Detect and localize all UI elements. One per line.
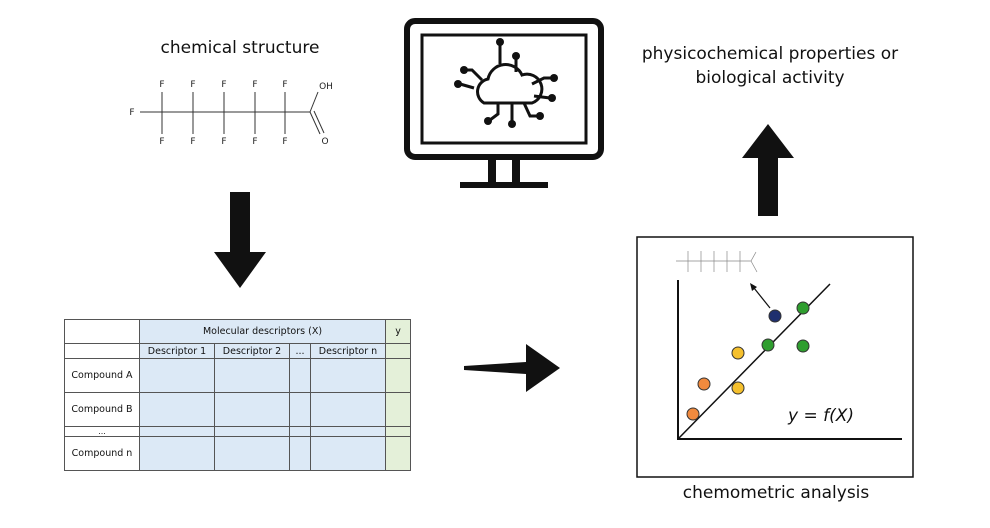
- data-point: [761, 338, 775, 352]
- descriptor-header: Descriptor n: [310, 343, 386, 359]
- atom-o: O: [321, 137, 328, 147]
- compound-label: Compound A: [64, 358, 140, 393]
- chemometric-analysis-label: chemometric analysis: [682, 483, 870, 503]
- arrow-up-icon: [742, 124, 794, 216]
- atom-f-terminal: F: [129, 108, 134, 118]
- arrow-down-icon: [214, 192, 266, 288]
- chemical-structure-label: chemical structure: [160, 38, 320, 58]
- monitor-icon: [404, 18, 604, 188]
- compound-label: Compound B: [64, 392, 140, 427]
- pointer-arrowhead: [750, 283, 757, 291]
- atom-f: F: [221, 80, 226, 90]
- table-corner-cell: [64, 319, 140, 344]
- atom-f: F: [252, 137, 257, 147]
- table-empty-cell: [64, 343, 140, 359]
- data-point: [697, 377, 711, 391]
- cloud-network-icon: [459, 44, 552, 122]
- molecular-descriptors-header: Molecular descriptors (X): [139, 319, 386, 344]
- descriptor-header: ...: [289, 343, 311, 359]
- descriptor-table: Molecular descriptors (X) y Descriptor 1…: [64, 319, 411, 471]
- data-point: [686, 407, 700, 421]
- data-point: [796, 301, 810, 315]
- atom-f: F: [159, 137, 164, 147]
- mini-molecule: [676, 251, 758, 273]
- properties-label: physicochemical properties or biological…: [610, 42, 930, 90]
- properties-label-line2: biological activity: [695, 68, 845, 88]
- pointer-arrow: [753, 287, 771, 309]
- y-header: y: [385, 319, 411, 344]
- atom-f: F: [159, 80, 164, 90]
- chemometric-plot: y = f(X): [636, 236, 914, 478]
- atom-oh: OH: [319, 82, 333, 92]
- data-point-highlighted: [768, 309, 782, 323]
- table-row: Compound B: [64, 392, 411, 427]
- atom-f: F: [190, 137, 195, 147]
- properties-label-line1: physicochemical properties or: [641, 44, 899, 64]
- molecule-structure: F F F F F F F F F F F OH O: [129, 80, 333, 147]
- atom-f: F: [221, 137, 226, 147]
- equation-label: y = f(X): [787, 406, 854, 426]
- atom-f: F: [282, 80, 287, 90]
- atom-f: F: [190, 80, 195, 90]
- descriptor-header: Descriptor 2: [214, 343, 290, 359]
- atom-f: F: [282, 137, 287, 147]
- data-point: [796, 339, 810, 353]
- table-row: Compound n: [64, 436, 411, 471]
- table-row: Compound A: [64, 358, 411, 393]
- y-cell: [385, 343, 411, 359]
- data-point: [731, 346, 745, 360]
- data-point: [731, 381, 745, 395]
- atom-f: F: [252, 80, 257, 90]
- arrow-right-icon: [464, 344, 560, 392]
- compound-label: Compound n: [64, 436, 140, 471]
- descriptor-header: Descriptor 1: [139, 343, 215, 359]
- table-row: ...: [64, 426, 411, 437]
- compound-label: ...: [64, 426, 140, 437]
